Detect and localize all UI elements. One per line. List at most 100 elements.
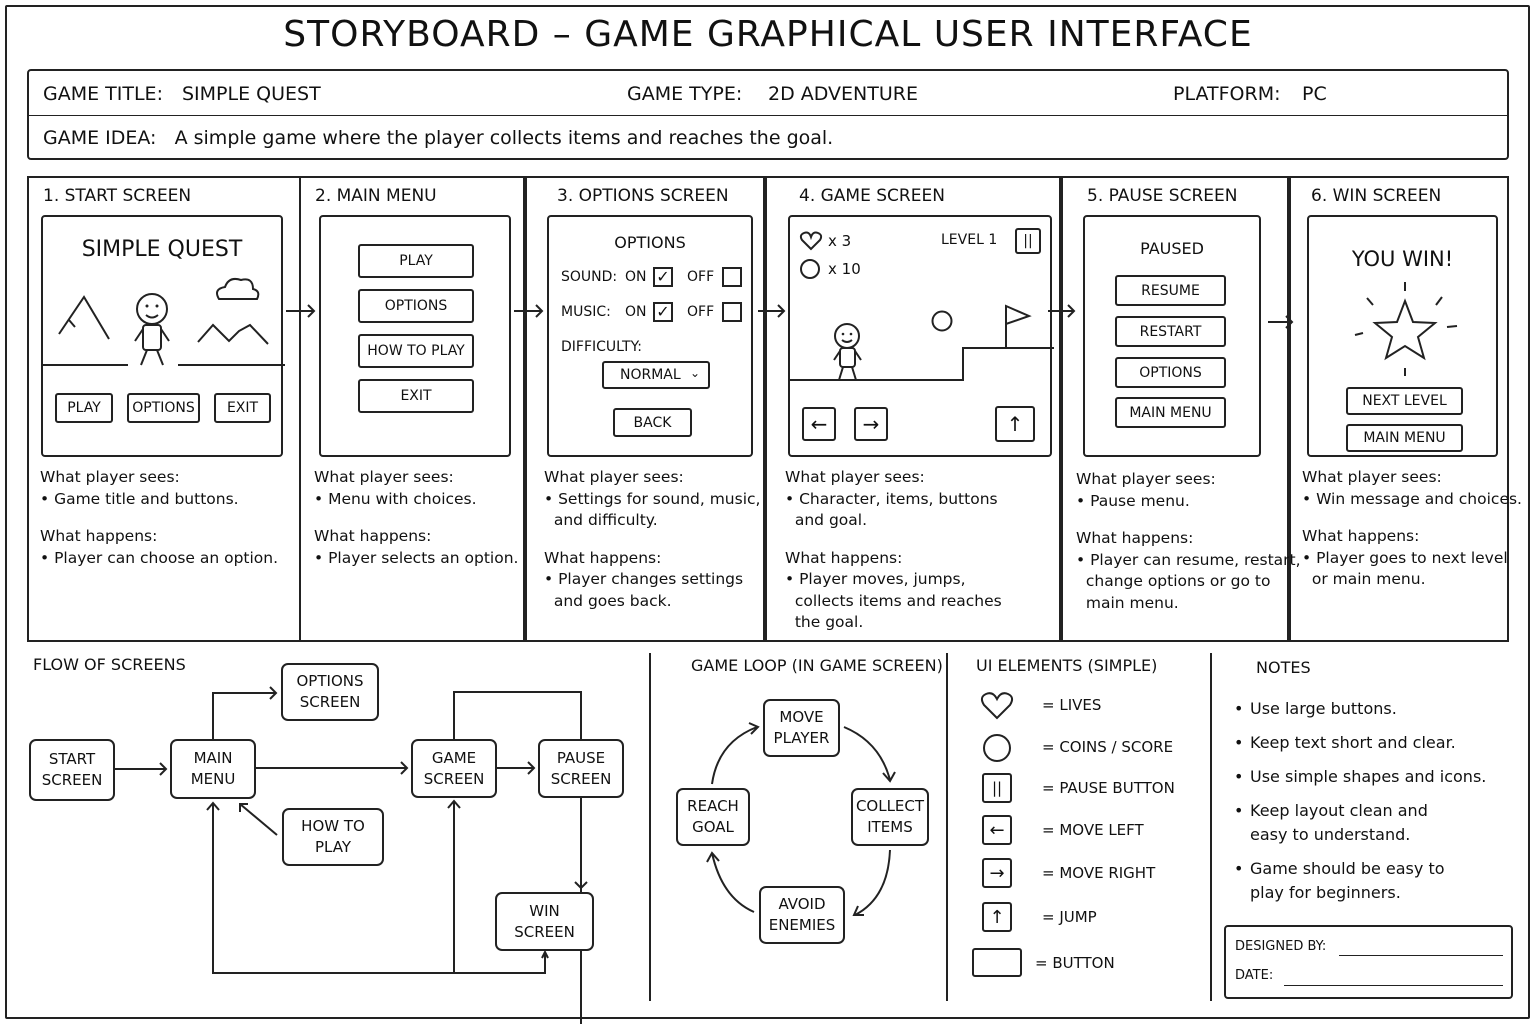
pause-main-menu-button[interactable]: MAIN MENU: [1115, 397, 1226, 428]
pause-button[interactable]: ||: [1015, 228, 1041, 254]
flow-node-start-screen[interactable]: START SCREEN: [29, 739, 115, 801]
chevron-down-icon: ⌄: [689, 366, 700, 380]
date-field[interactable]: [1284, 985, 1503, 986]
arrow-right-icon: →: [862, 412, 880, 436]
happens-item: • Player goes to next level: [1302, 548, 1508, 567]
resume-button[interactable]: RESUME: [1115, 275, 1226, 306]
star-icon: [1354, 282, 1458, 376]
happens-item: • Player moves, jumps,: [785, 570, 966, 588]
heart-icon: [799, 231, 823, 251]
sound-on-label: ON: [625, 269, 647, 285]
arrow-win-to-main: [212, 803, 546, 974]
arrow-right-icon: →: [982, 858, 1012, 888]
flow-arrow-5-6: [1268, 315, 1294, 329]
sound-on-checkbox[interactable]: ✓: [653, 267, 673, 287]
happens-item: change options or go to: [1076, 572, 1271, 590]
goal-flag-icon: [1005, 304, 1032, 348]
panel-description: What player sees: • Menu with choices. W…: [314, 467, 518, 569]
menu-play-button[interactable]: PLAY: [358, 244, 474, 278]
win-main-menu-button[interactable]: MAIN MENU: [1346, 424, 1463, 452]
arrow-up-icon: ↑: [982, 902, 1012, 932]
move-left-button[interactable]: ←: [802, 407, 836, 441]
panel-title: 2. MAIN MENU: [315, 186, 437, 206]
happens-item: • Player can choose an option.: [40, 548, 279, 567]
flow-node-game-screen[interactable]: GAME SCREEN: [411, 739, 497, 798]
designed-by-label: DESIGNED BY:: [1235, 939, 1327, 954]
move-right-button[interactable]: →: [854, 407, 888, 441]
game-idea-label: GAME IDEA:: [43, 127, 157, 149]
legend-item: = LIVES: [970, 688, 1230, 724]
flow-node-how-to-play[interactable]: HOW TO PLAY: [282, 808, 384, 866]
game-level-illustration: [790, 304, 1054, 381]
flow-node-options-screen[interactable]: OPTIONS SCREEN: [281, 663, 379, 721]
happens-label: What happens:: [544, 548, 662, 567]
panel-win-screen: 6. WIN SCREEN YOU WIN! NEXT LEVEL MAIN M…: [1289, 176, 1522, 642]
happens-label: What happens:: [1302, 527, 1420, 545]
panel-description: What player sees: • Settings for sound, …: [544, 467, 760, 612]
loop-node-move-player[interactable]: MOVE PLAYER: [763, 699, 840, 757]
start-options-button[interactable]: OPTIONS: [127, 393, 200, 423]
panel-start-screen: 1. START SCREEN SIMPLE QUEST PLAY OPTION…: [27, 176, 301, 642]
note-item: Keep text short and clear.: [1234, 731, 1524, 755]
legend-item: = BUTTON: [970, 946, 1230, 982]
panel-title: 3. OPTIONS SCREEN: [557, 186, 729, 206]
flow-node-win-screen[interactable]: WIN SCREEN: [495, 892, 594, 951]
flow-node-main-menu[interactable]: MAIN MENU: [170, 739, 256, 799]
start-play-button[interactable]: PLAY: [55, 393, 113, 423]
difficulty-value: NORMAL: [620, 367, 681, 383]
restart-button[interactable]: RESTART: [1115, 316, 1226, 347]
start-screen-mockup: SIMPLE QUEST PLAY OPTIONS EXIT: [41, 215, 285, 457]
menu-options-button[interactable]: OPTIONS: [358, 289, 474, 323]
music-off-checkbox[interactable]: [722, 302, 742, 322]
game-type-label: GAME TYPE:: [627, 83, 743, 105]
start-exit-button[interactable]: EXIT: [214, 393, 271, 423]
jump-button[interactable]: ↑: [995, 406, 1035, 442]
legend-item: ↑ = JUMP: [970, 900, 1230, 936]
panel-title: 6. WIN SCREEN: [1311, 186, 1442, 206]
sees-label: What player sees:: [544, 468, 684, 486]
panel-main-menu: 2. MAIN MENU PLAY OPTIONS HOW TO PLAY EX…: [299, 176, 525, 642]
sees-item: and goal.: [785, 511, 867, 529]
happens-item: collects items and reaches: [785, 591, 1002, 610]
sees-item: • Menu with choices.: [314, 489, 477, 508]
happens-item: the goal.: [785, 613, 864, 631]
difficulty-select[interactable]: NORMAL ⌄: [602, 361, 710, 389]
sound-off-checkbox[interactable]: [722, 267, 742, 287]
music-on-label: ON: [625, 304, 647, 320]
options-back-button[interactable]: BACK: [613, 408, 692, 437]
music-on-checkbox[interactable]: ✓: [653, 302, 673, 322]
section-divider: [1210, 653, 1212, 1001]
button-icon: [972, 948, 1022, 977]
music-label: MUSIC:: [561, 304, 611, 320]
happens-item: and goes back.: [544, 591, 672, 610]
happens-label: What happens:: [1076, 529, 1194, 547]
loop-node-reach-goal[interactable]: REACH GOAL: [676, 788, 750, 846]
arrow-howto-to-main: [239, 803, 278, 836]
options-screen-mockup: OPTIONS SOUND: ON ✓ OFF MUSIC: ON ✓ OFF …: [547, 215, 753, 457]
character-icon: [134, 293, 170, 366]
date-label: DATE:: [1235, 968, 1274, 983]
note-item: Use simple shapes and icons.: [1234, 765, 1524, 789]
sound-off-label: OFF: [687, 269, 715, 285]
happens-label: What happens:: [314, 527, 432, 545]
sees-item: and difficulty.: [544, 511, 658, 529]
panel-options-screen: 3. OPTIONS SCREEN OPTIONS SOUND: ON ✓ OF…: [525, 176, 765, 642]
menu-exit-button[interactable]: EXIT: [358, 379, 474, 413]
designed-by-field[interactable]: [1339, 955, 1503, 956]
flow-arrow-3-4: [758, 304, 786, 318]
loop-node-collect-items[interactable]: COLLECT ITEMS: [851, 788, 929, 846]
storyboard-frame: [5, 5, 1530, 1019]
menu-how-to-play-button[interactable]: HOW TO PLAY: [358, 334, 474, 368]
flow-node-pause-screen[interactable]: PAUSE SCREEN: [538, 739, 624, 798]
legend-list: = LIVES = COINS / SCORE || = PAUSE BUTTO…: [970, 688, 1210, 998]
next-level-button[interactable]: NEXT LEVEL: [1346, 387, 1463, 415]
flow-arrow-2-3: [514, 304, 544, 318]
pause-options-button[interactable]: OPTIONS: [1115, 357, 1226, 388]
loop-node-avoid-enemies[interactable]: AVOID ENEMIES: [759, 886, 845, 944]
panel-description: What player sees: • Character, items, bu…: [785, 467, 1002, 634]
happens-item: • Player selects an option.: [314, 548, 519, 567]
loop-section-title: GAME LOOP (IN GAME SCREEN): [691, 656, 943, 675]
notes-list: Use large buttons. Keep text short and c…: [1234, 697, 1524, 915]
lives-count: x 3: [828, 232, 852, 250]
note-item: Game should be easy to play for beginner…: [1234, 857, 1524, 905]
